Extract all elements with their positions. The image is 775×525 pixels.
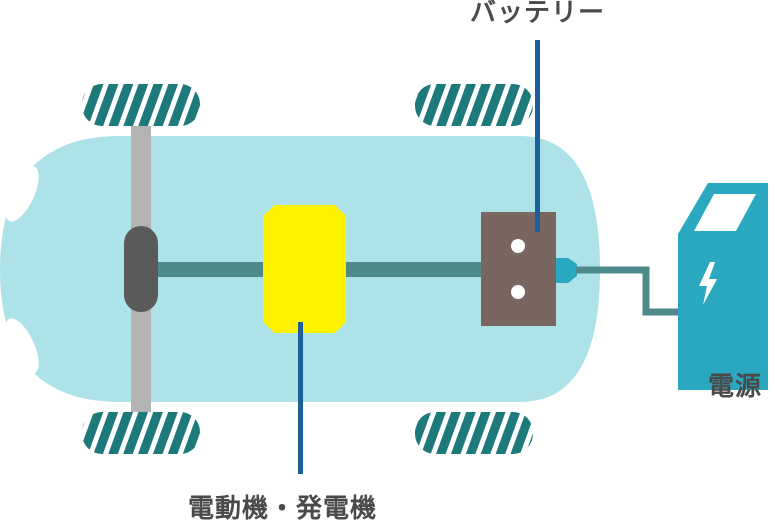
charger-screen	[694, 194, 756, 231]
charger-station	[678, 183, 768, 390]
battery-label: バッテリー	[470, 0, 606, 28]
headlight-icon	[5, 166, 39, 222]
tire-rear-right	[415, 412, 533, 454]
tire-front-left	[82, 84, 200, 126]
battery-terminal	[511, 239, 525, 253]
motor-leader-line	[298, 322, 303, 474]
differential-hub	[124, 226, 158, 312]
battery-block	[481, 212, 556, 326]
charge-port-connector	[556, 258, 577, 283]
motor-generator-block	[263, 205, 346, 333]
power-source-label: 電源	[708, 372, 763, 402]
headlight-icon	[5, 318, 39, 374]
battery-leader-line	[535, 40, 540, 232]
lightning-bolt-icon	[699, 262, 717, 305]
tire-front-right	[82, 412, 200, 454]
battery-terminal	[511, 285, 525, 299]
charging-cable	[576, 266, 680, 316]
tire-rear-left	[415, 84, 533, 126]
motor-generator-label: 電動機・発電機	[188, 494, 378, 524]
